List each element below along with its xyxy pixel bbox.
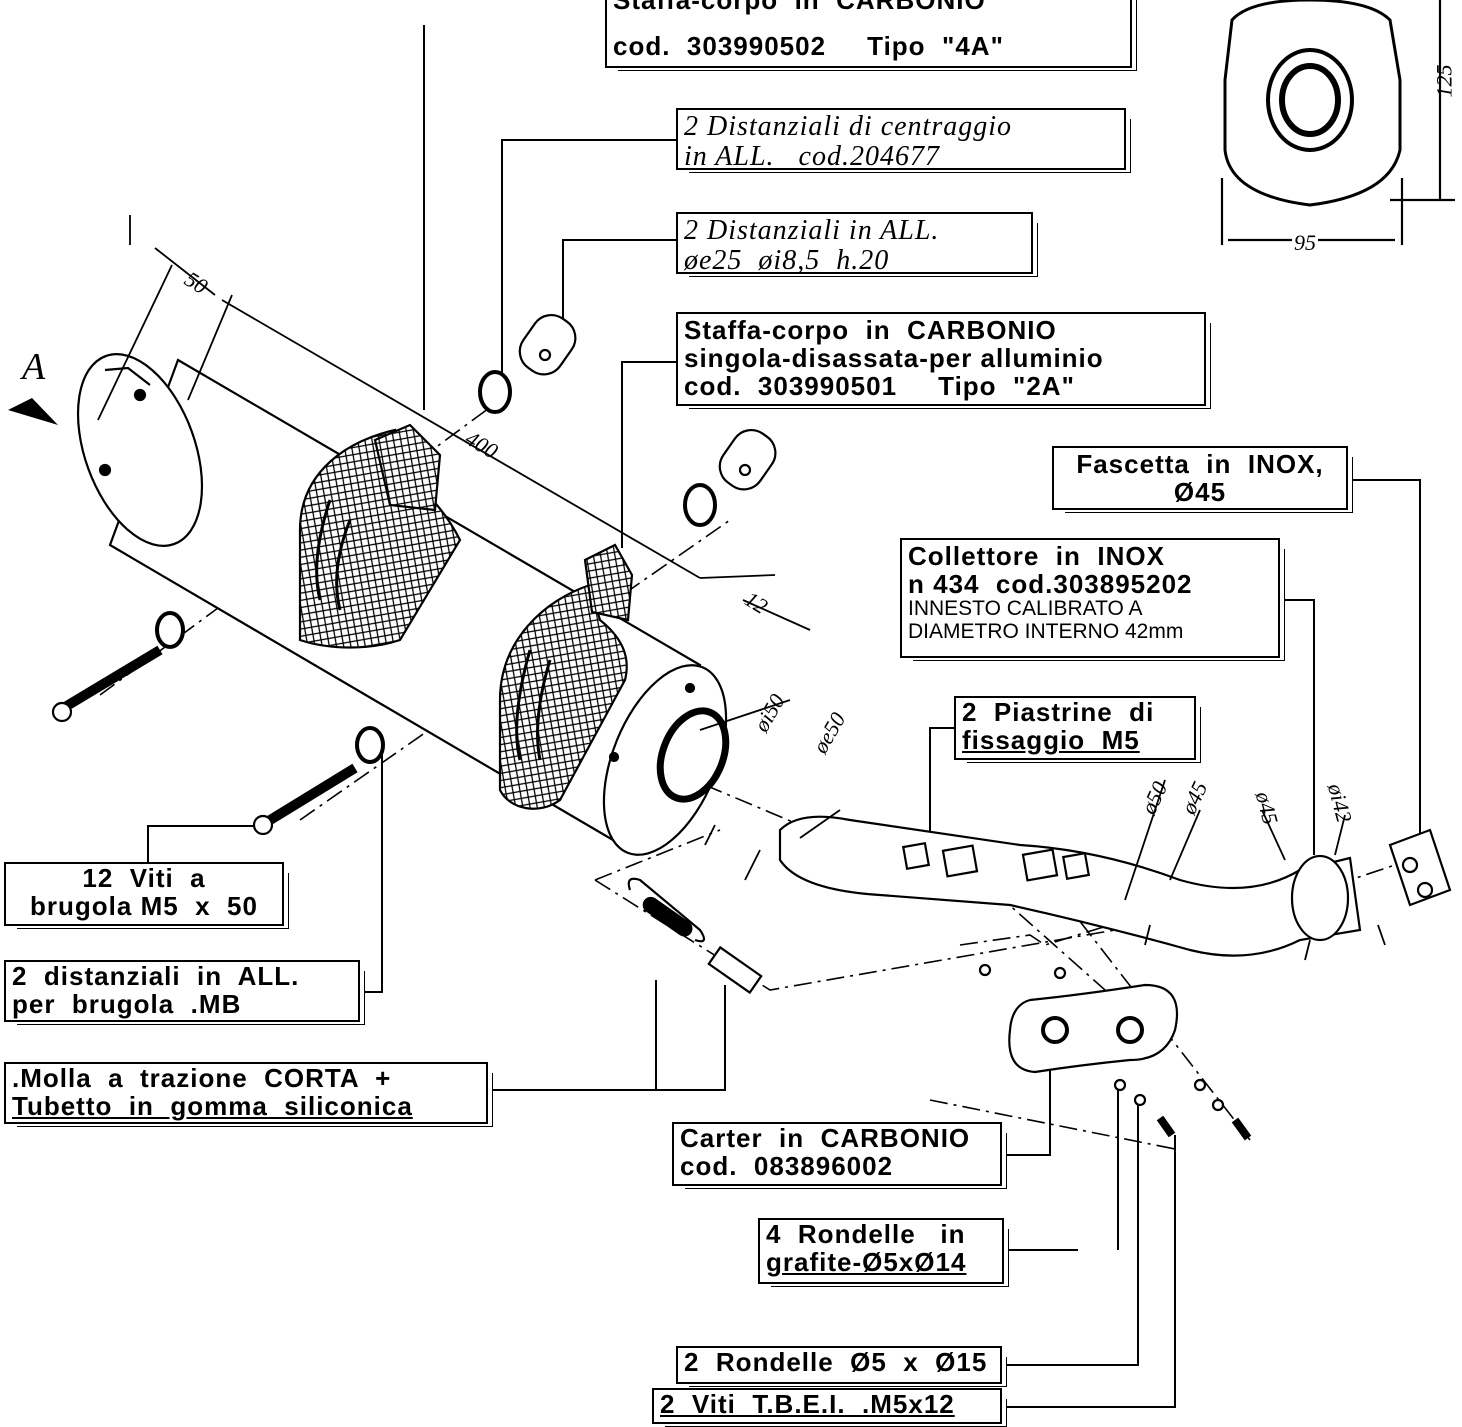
callout-viti-tbei: 2 Viti T.B.E.I. .M5x12 [652,1388,1002,1424]
dim-125: 125 [1431,64,1457,98]
callout-line: Staffa-corpo in CARBONIO [613,0,986,15]
callout-line: Fascetta in INOX, [1076,449,1324,479]
callout-distanziali-all: 2 Distanziali in ALL. øe25 øi8,5 h.20 [676,212,1033,277]
callout-distanziali-brugola: 2 distanziali in ALL. per brugola .MB [4,960,360,1022]
callout-line: 2 distanziali in ALL. [12,961,300,991]
callout-line: 4 Rondelle in [766,1219,966,1249]
callout-line: 2 Piastrine di [962,697,1155,727]
callout-line: Ø45 [1173,477,1227,508]
callout-line: 2 Distanziali di centraggio [684,111,1012,142]
callout-line: Staffa-corpo in CARBONIO [684,315,1057,345]
callout-fascetta: Fascetta in INOX, Ø45 [1052,446,1348,510]
callout-line: .Molla a trazione CORTA + [12,1063,392,1093]
carter-plate [978,963,1252,1141]
callout-rondelle: 2 Rondelle Ø5 x Ø15 [676,1346,1002,1384]
callout-line: grafite-Ø5xØ14 [766,1247,967,1278]
callout-line: cod. 303990501 Tipo "2A" [684,371,1075,402]
callout-line: cod. 303990502 Tipo "4A" [613,31,1004,62]
callout-line: øe25 øi8,5 h.20 [684,245,890,277]
callout-line: n 434 cod.303895202 [908,569,1193,600]
callout-line: cod. 083896002 [680,1151,894,1182]
callout-viti-brugola: 12 Viti a brugola M5 x 50 [4,862,284,926]
callout-line: Carter in CARBONIO [680,1123,971,1153]
collector-pipe [778,815,1452,957]
view-a-label: A [22,346,46,388]
leader-lines [147,25,1421,1408]
callout-piastrine: 2 Piastrine di fissaggio M5 [954,696,1196,760]
callout-carter: Carter in CARBONIO cod. 083896002 [672,1122,1002,1186]
callout-molla: .Molla a trazione CORTA + Tubetto in gom… [4,1062,488,1124]
dim-95: 95 [1292,230,1318,256]
callout-line: Tubetto in gomma siliconica [12,1091,413,1122]
callout-line: brugola M5 x 50 [30,891,258,922]
callout-line: 2 Rondelle Ø5 x Ø15 [684,1347,988,1377]
callout-staffa-2a: Staffa-corpo in CARBONIO singola-disassa… [676,312,1206,406]
callout-line: INNESTO CALIBRATO A [908,597,1143,621]
callout-centraggio: 2 Distanziali di centraggio in ALL. cod.… [676,108,1126,173]
callout-line: in ALL. cod.204677 [684,141,940,173]
callout-rondelle-grafite: 4 Rondelle in grafite-Ø5xØ14 [758,1218,1004,1284]
callout-line: 2 Distanziali in ALL. [684,215,940,246]
callout-line: DIAMETRO INTERNO 42mm [908,619,1184,643]
callout-line: singola-disassata-per alluminio [684,343,1104,374]
callout-staffa-4a: Staffa-corpo in CARBONIO cod. 303990502 … [605,0,1132,68]
callout-collettore: Collettore in INOX n 434 cod.303895202 I… [900,538,1280,658]
hardware [51,313,777,995]
carbon-brackets [298,423,634,810]
callout-line: Collettore in INOX [908,541,1165,571]
callout-line: 2 Viti T.B.E.I. .M5x12 [660,1389,955,1419]
callout-line: 12 Viti a [82,863,206,893]
callout-line: fissaggio M5 [962,725,1140,756]
dimension-lines [97,215,1386,961]
end-view-a [1220,0,1455,245]
callout-line: per brugola .MB [12,989,242,1020]
